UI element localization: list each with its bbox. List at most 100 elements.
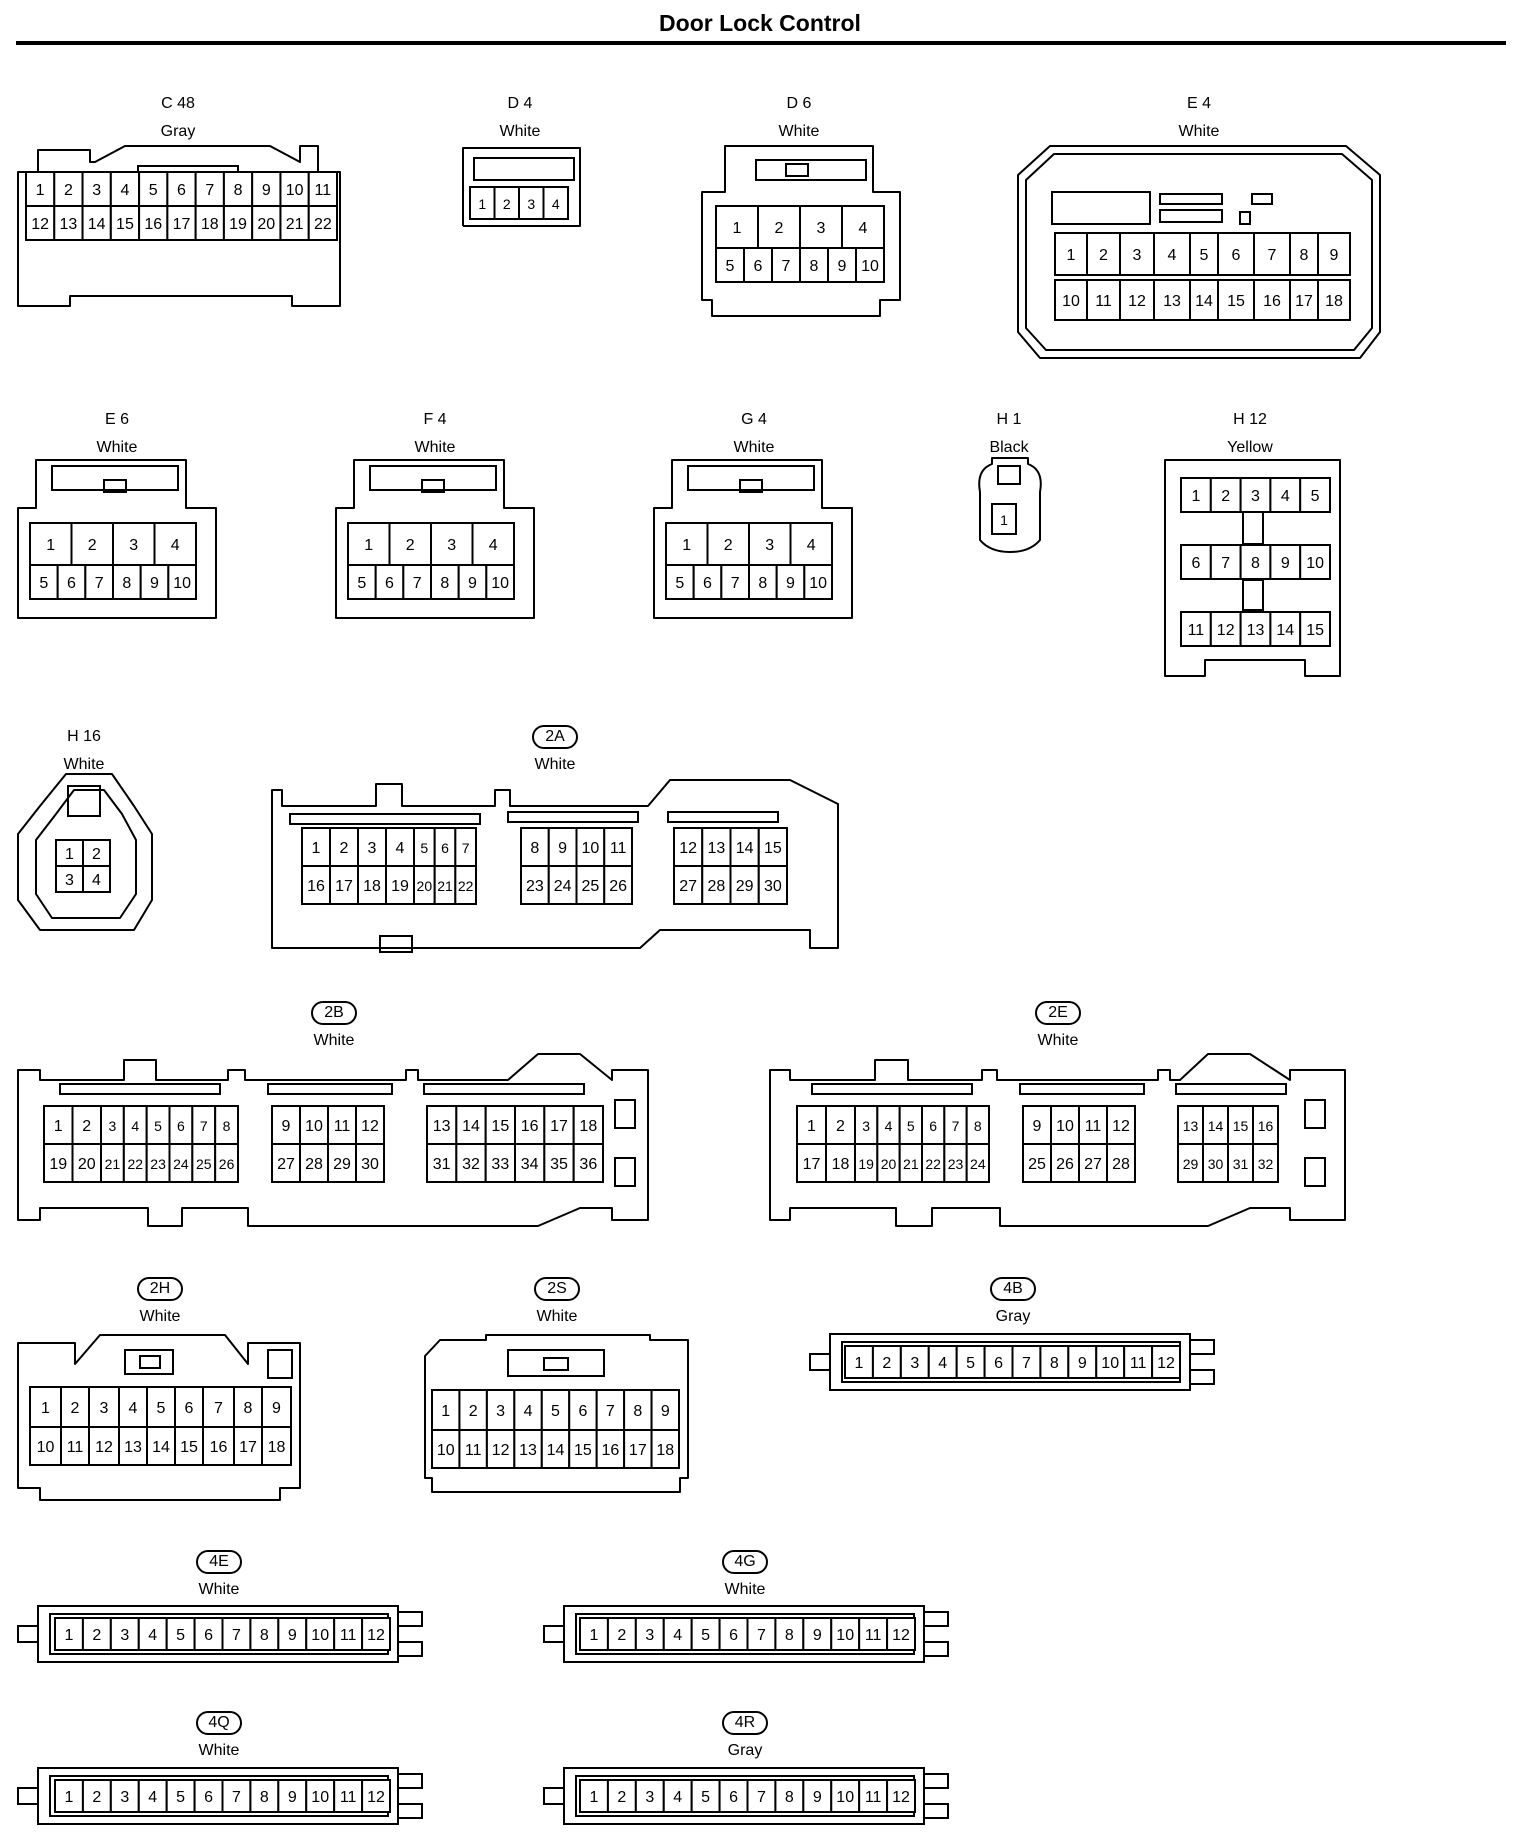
pin-cell <box>701 827 732 867</box>
pin-number: 16 <box>1258 1118 1274 1134</box>
housing-outline <box>421 479 445 493</box>
connector-color: White <box>734 439 775 456</box>
pin-cell <box>167 564 197 600</box>
pin-number: 14 <box>1276 622 1294 639</box>
housing-outline <box>139 1355 161 1369</box>
pin-cell <box>991 503 1017 535</box>
pin-number: 10 <box>311 1627 329 1644</box>
connector-id: 2S <box>547 1280 567 1297</box>
pin-number: 14 <box>736 840 754 857</box>
connector-id: 2B <box>324 1004 344 1021</box>
connector-color: White <box>725 1581 766 1598</box>
pin-cell <box>1253 279 1291 321</box>
pin-number: 1 <box>65 1789 74 1806</box>
pin-number: 13 <box>1163 293 1181 310</box>
pin-number: 27 <box>277 1156 295 1173</box>
pin-number: 1 <box>312 840 321 857</box>
pin-number: 3 <box>120 1789 129 1806</box>
pin-cell <box>277 1779 308 1813</box>
pin-number: 2 <box>1099 247 1108 264</box>
pin-cell <box>1299 477 1331 513</box>
connector-color: White <box>1179 123 1220 140</box>
pin-number: 26 <box>609 878 627 895</box>
pin-number: 5 <box>1200 247 1209 264</box>
pin-number: 3 <box>817 220 826 237</box>
pin-cell <box>1153 279 1191 321</box>
pin-cell <box>1086 279 1121 321</box>
pin-number: 24 <box>554 878 572 895</box>
connector-id: 4B <box>1003 1280 1023 1297</box>
pin-cell <box>174 1386 204 1428</box>
pin-number: 3 <box>447 537 456 554</box>
pin-number: 8 <box>223 1118 231 1134</box>
pin-number: 5 <box>701 1789 710 1806</box>
pin-number: 18 <box>832 1156 850 1173</box>
pin-number: 13 <box>1183 1118 1199 1134</box>
pin-number: 8 <box>810 258 819 275</box>
pin-cell <box>803 564 833 600</box>
pin-number: 9 <box>150 575 159 592</box>
pin-cell <box>55 865 84 893</box>
pin-cell <box>1317 232 1351 276</box>
connector-color: White <box>537 1308 578 1325</box>
pin-number: 8 <box>440 575 449 592</box>
pin-number: 6 <box>177 1118 185 1134</box>
housing-outline <box>124 1349 174 1375</box>
pin-number: 18 <box>201 216 219 233</box>
pin-number: 11 <box>334 1118 351 1135</box>
connector-id: 4Q <box>208 1714 229 1731</box>
connector-color: White <box>500 123 541 140</box>
pin-number: 29 <box>1183 1156 1199 1172</box>
pin-number: 9 <box>558 840 567 857</box>
pin-number: 18 <box>268 1439 286 1456</box>
pin-number: 4 <box>673 1627 682 1644</box>
pin-cell <box>82 839 111 867</box>
pin-cell <box>1153 232 1191 276</box>
pin-number: 12 <box>1217 622 1235 639</box>
pin-number: 16 <box>307 878 325 895</box>
pin-cell <box>112 522 156 566</box>
pin-number: 6 <box>754 258 763 275</box>
pin-cell <box>1180 544 1212 580</box>
pin-number: 8 <box>974 1118 982 1134</box>
pin-number: 2 <box>503 196 511 212</box>
pin-number: 1 <box>1000 512 1008 528</box>
pin-number: 13 <box>707 840 725 857</box>
pin-number: 14 <box>152 1439 170 1456</box>
pin-cell <box>623 1429 653 1469</box>
pin-cell <box>249 1617 280 1651</box>
pin-cell <box>251 205 282 241</box>
housing-outline <box>653 459 853 619</box>
pin-number: 20 <box>881 1156 897 1172</box>
pin-number: 6 <box>204 1627 213 1644</box>
connector-color: White <box>97 439 138 456</box>
pin-number: 5 <box>176 1627 185 1644</box>
pin-number: 4 <box>1168 247 1177 264</box>
pin-cell <box>139 564 170 600</box>
housing-outline <box>923 1773 949 1789</box>
pin-cell <box>457 564 488 600</box>
housing-outline <box>17 1787 39 1805</box>
pin-cell <box>743 247 773 283</box>
pin-number: 17 <box>803 1156 821 1173</box>
pin-number: 4 <box>148 1627 157 1644</box>
pin-number: 9 <box>838 258 847 275</box>
pin-number: 19 <box>49 1156 67 1173</box>
pin-cell <box>720 564 750 600</box>
pin-number: 29 <box>736 878 754 895</box>
pin-cell <box>774 1617 805 1651</box>
pin-cell <box>1299 544 1331 580</box>
pin-number: 14 <box>88 216 106 233</box>
pin-number: 15 <box>1227 293 1245 310</box>
pin-number: 35 <box>550 1156 568 1173</box>
pin-number: 18 <box>579 1118 597 1135</box>
pin-number: 6 <box>703 575 712 592</box>
pin-cell <box>166 171 197 207</box>
housing-outline <box>17 773 153 931</box>
pin-number: 4 <box>807 537 816 554</box>
housing-outline <box>769 1053 1346 1227</box>
connector-id: G 4 <box>741 411 767 428</box>
pin-cell <box>1078 1105 1108 1145</box>
